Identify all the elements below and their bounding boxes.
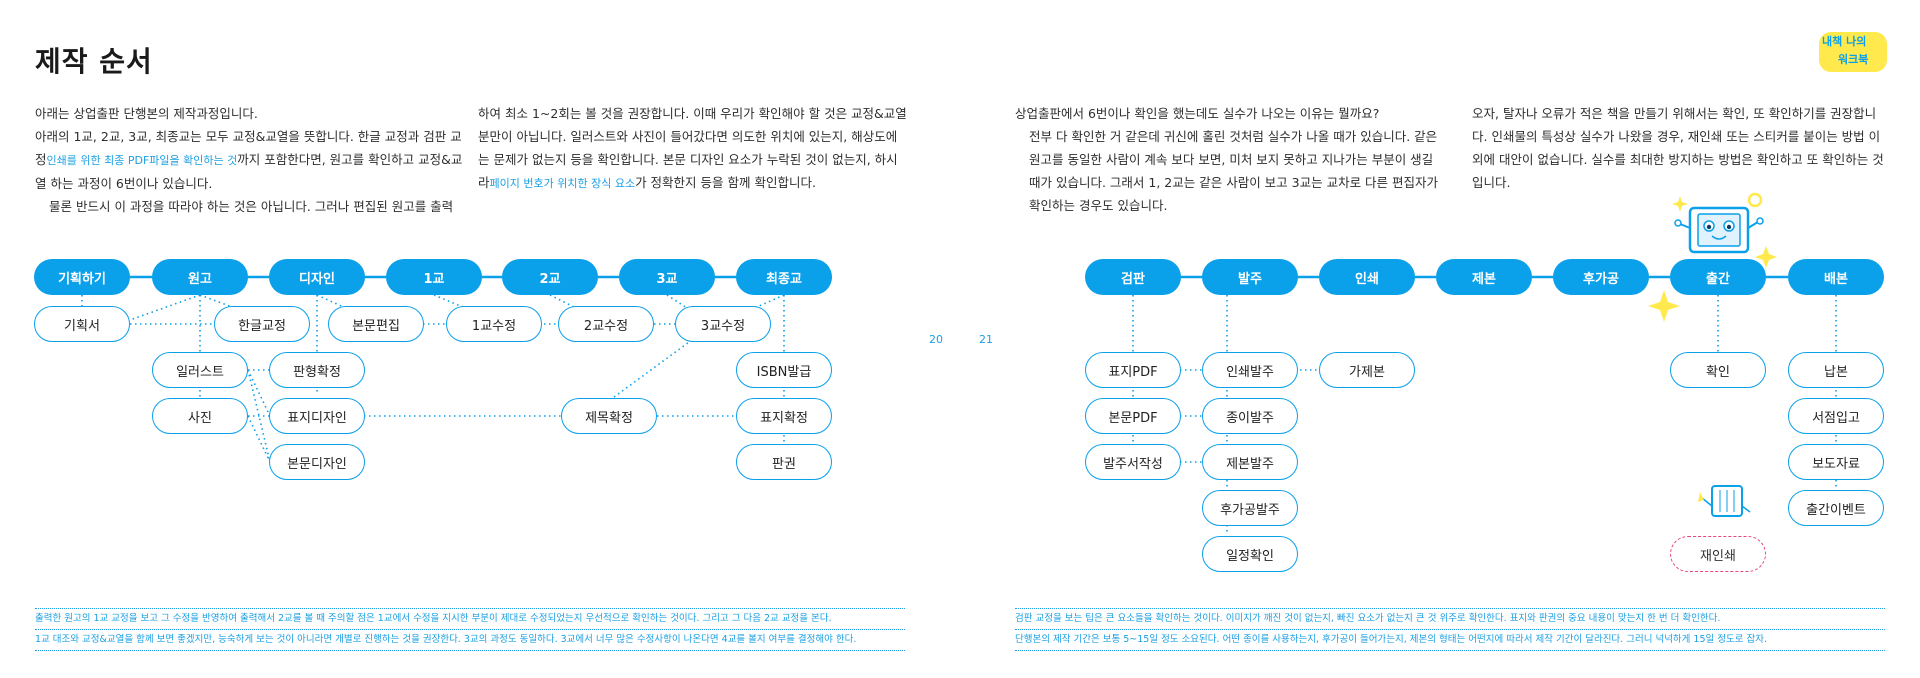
text-column-4: 오자, 탈자나 오류가 적은 책을 만들기 위해서는 확인, 또 확인하기를 권… — [1458, 102, 1888, 194]
flow-sub-post-order: 후가공발주 — [1202, 490, 1298, 526]
flow-sub-proof-binding: 가제본 — [1319, 352, 1415, 388]
flow-sub-body-pdf: 본문PDF — [1085, 398, 1181, 434]
flow-node-distribution: 배본 — [1788, 259, 1884, 295]
flow-sub-paper-order: 종이발주 — [1202, 398, 1298, 434]
flow-sub-cover-confirm: 표지확정 — [736, 398, 832, 434]
flow-sub-format-confirm: 판형확정 — [269, 352, 365, 388]
text-column-3: 상업출판에서 6번이나 확인을 했는데도 실수가 나오는 이유는 뭘까요? 전부… — [1015, 102, 1445, 217]
footnote-right-2: 단행본의 제작 기간은 보통 5~15일 정도 소요된다. 어떤 종이를 사용하… — [1015, 634, 1768, 645]
flow-node-design: 디자인 — [269, 259, 365, 295]
paragraph: 하여 최소 1~2회는 볼 것을 권장합니다. 이때 우리가 확인해야 할 것은… — [478, 106, 907, 190]
logo-line-1: 내책 나의 — [1822, 35, 1867, 48]
flow-sub-plan-doc: 기획서 — [34, 306, 130, 342]
flow-node-proof-2: 2교 — [502, 259, 598, 295]
flow-node-manuscript: 원고 — [152, 259, 248, 295]
flow-node-proof-3: 3교 — [619, 259, 715, 295]
paragraph: 물론 반드시 이 과정을 따라야 하는 것은 아닙니다. 그러나 편집된 원고를… — [49, 199, 454, 214]
flow-node-printing: 인쇄 — [1319, 259, 1415, 295]
highlight-text: 페이지 번호가 위치한 장식 요소 — [489, 177, 636, 190]
flow-sub-illustration: 일러스트 — [152, 352, 248, 388]
flow-node-planning: 기획하기 — [34, 259, 130, 295]
flow-sub-isbn: ISBN발급 — [736, 352, 832, 388]
flow-sub-deposit: 납본 — [1788, 352, 1884, 388]
footnote-rule — [35, 608, 905, 609]
flow-sub-print-order: 인쇄발주 — [1202, 352, 1298, 388]
flow-sub-title-confirm: 제목확정 — [561, 398, 657, 434]
footnote-right-1: 검판 교정을 보는 팁은 큰 요소들을 확인하는 것이다. 이미지가 깨진 것이… — [1015, 613, 1721, 624]
flow-sub-copyright: 판권 — [736, 444, 832, 480]
paragraph: 아래는 상업출판 단행본의 제작과정입니다. — [35, 106, 258, 121]
page-title: 제작 순서 — [35, 45, 153, 78]
footnote-rule — [35, 650, 905, 651]
flow-sub-body-design: 본문디자인 — [269, 444, 365, 480]
footnote-rule — [1015, 650, 1885, 651]
paragraph: 오자, 탈자나 오류가 적은 책을 만들기 위해서는 확인, 또 확인하기를 권… — [1472, 106, 1884, 190]
footnote-rule — [1015, 629, 1885, 630]
flow-sub-proof-1-fix: 1교수정 — [446, 306, 542, 342]
flow-node-plate-check: 검판 — [1085, 259, 1181, 295]
flow-sub-proof-2-fix: 2교수정 — [558, 306, 654, 342]
flow-sub-launch-event: 출간이벤트 — [1788, 490, 1884, 526]
flow-node-post-processing: 후가공 — [1553, 259, 1649, 295]
flow-sub-order-form: 발주서작성 — [1085, 444, 1181, 480]
highlight-text: 인쇄를 위한 최종 PDF파일을 확인하는 것 — [46, 154, 238, 167]
flow-node-binding: 제본 — [1436, 259, 1532, 295]
flow-sub-proof-3-fix: 3교수정 — [675, 306, 771, 342]
flow-sub-korean-proof: 한글교정 — [214, 306, 310, 342]
footnote-left-2: 1교 대조와 교정&교열을 함께 보면 좋겠지만, 능숙하게 보는 것이 아니라… — [35, 634, 857, 645]
flow-sub-reprint: 재인쇄 — [1670, 536, 1766, 572]
flow-sub-verify: 확인 — [1670, 352, 1766, 388]
flow-node-final-proof: 최종교 — [736, 259, 832, 295]
flow-sub-schedule-check: 일정확인 — [1202, 536, 1298, 572]
text-column-2: 하여 최소 1~2회는 볼 것을 권장합니다. 이때 우리가 확인해야 할 것은… — [478, 102, 908, 195]
flow-sub-photo: 사진 — [152, 398, 248, 434]
workbook-logo-icon — [1819, 32, 1887, 72]
flow-node-order: 발주 — [1202, 259, 1298, 295]
paragraph: 전부 다 확인한 거 같은데 귀신에 홀린 것처럼 실수가 나올 때가 있습니다… — [1029, 129, 1439, 213]
flow-sub-binding-order: 제본발주 — [1202, 444, 1298, 480]
flow-node-proof-1: 1교 — [386, 259, 482, 295]
flow-sub-store-stock: 서점입고 — [1788, 398, 1884, 434]
logo-line-2: 워크북 — [1838, 53, 1869, 66]
footnote-rule — [1015, 608, 1885, 609]
paragraph: 상업출판에서 6번이나 확인을 했는데도 실수가 나오는 이유는 뭘까요? — [1015, 106, 1380, 121]
paragraph: 아래의 1교, 2교, 3교, 최종교는 모두 교정&교열을 뜻합니다. 한글 … — [35, 129, 463, 191]
flow-sub-cover-pdf: 표지PDF — [1085, 352, 1181, 388]
flow-sub-cover-design: 표지디자인 — [269, 398, 365, 434]
flow-sub-body-edit: 본문편집 — [328, 306, 424, 342]
flow-node-publication: 출간 — [1670, 259, 1766, 295]
text-column-1: 아래는 상업출판 단행본의 제작과정입니다. 아래의 1교, 2교, 3교, 최… — [35, 102, 465, 218]
footnote-rule — [35, 629, 905, 630]
page-number-left: 20 — [929, 333, 943, 346]
footnote-left-1: 출력한 원고의 1교 교정을 보고 그 수정을 반영하여 출력해서 2교를 볼 … — [35, 613, 832, 624]
page-number-right: 21 — [979, 333, 993, 346]
flow-sub-press-release: 보도자료 — [1788, 444, 1884, 480]
